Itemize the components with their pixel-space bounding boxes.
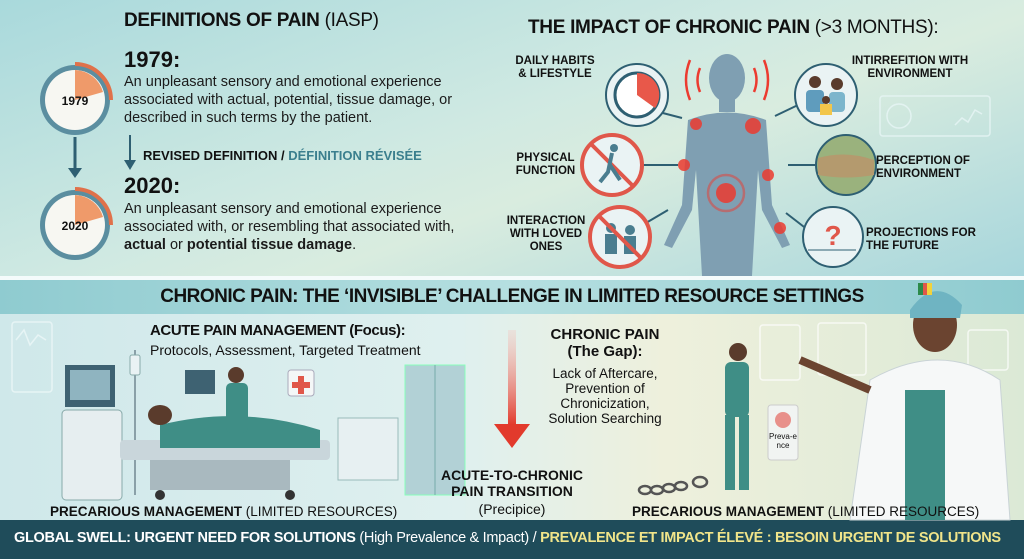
landscape-icon	[815, 134, 877, 196]
year-2020: 2020:	[124, 173, 181, 198]
footer-bar	[0, 520, 1024, 559]
chained-man-icon	[725, 343, 749, 490]
question-icon: ?	[802, 206, 864, 268]
def-2020-or: or	[169, 237, 183, 253]
family-icon	[794, 63, 858, 127]
pain-spots-icon	[678, 118, 786, 234]
first-aid-icon	[287, 369, 315, 397]
clock-icon	[605, 63, 669, 127]
cabinet-icon	[337, 417, 399, 481]
doctor-icon	[798, 283, 1011, 521]
def-2020-potential: potential tissue damage	[186, 237, 353, 253]
definitions-title-bold: DEFINITIONS OF PAIN	[124, 10, 320, 31]
revised-fr: DÉFINITION RÉVISÉE	[288, 148, 422, 163]
dashboard-panel-icon	[879, 95, 991, 137]
clock-2020-label: 2020	[61, 219, 89, 233]
transition-3: (Precipice)	[478, 501, 546, 517]
challenge-title: CHRONIC PAIN: THE ‘INVISIBLE’ CHALLENGE …	[160, 286, 864, 307]
def-2020-main: An unpleasant sensory and emotional expe…	[124, 201, 455, 235]
precarious-left: PRECARIOUS MANAGEMENT (LIMITED RESOURCES…	[50, 504, 397, 519]
transition-arrow-icon	[494, 330, 530, 448]
footer-text: GLOBAL SWELL: URGENT NEED FOR SOLUTIONS …	[14, 530, 1001, 546]
clock-1979-label: 1979	[61, 94, 89, 108]
chronic-title: CHRONIC PAIN(The Gap):	[545, 326, 665, 360]
monitor-panel-icon	[11, 321, 53, 393]
impact-label-loved-ones: INTERACTION WITH LOVED ONES	[506, 215, 586, 253]
chronic-gap-item: Prevention of	[565, 381, 645, 396]
ventilator-icon	[61, 365, 123, 501]
chronic-title-2: (The Gap):	[567, 343, 643, 360]
nurse-icon	[226, 367, 248, 433]
footer-en-bold: GLOBAL SWELL: URGENT NEED FOR SOLUTIONS	[14, 530, 356, 546]
def-2020-end: .	[352, 237, 357, 253]
footer-fr: PREVALENCE ET IMPACT ÉLEVÉ : BESOIN URGE…	[540, 530, 1001, 546]
definition-1979-text: An unpleasant sensory and emotional expe…	[124, 74, 453, 126]
prevalence-card-label: Preva-ence	[768, 432, 797, 450]
definitions-title: DEFINITIONS OF PAIN (IASP)	[124, 10, 379, 32]
impact-title-bold: THE IMPACT OF CHRONIC PAIN	[528, 17, 810, 38]
year-1979: 1979:	[124, 47, 181, 72]
def-2020-actual: actual	[124, 237, 166, 253]
clock-2020-icon	[40, 187, 113, 260]
iv-stand-icon	[129, 350, 141, 495]
revised-arrow-icon	[124, 135, 136, 170]
definition-2020-text: An unpleasant sensory and emotional expe…	[124, 200, 484, 254]
acute-title: ACUTE PAIN MANAGEMENT (Focus):	[150, 322, 406, 339]
no-walking-icon	[580, 133, 644, 197]
impact-label-daily-habits: DAILY HABITS & LIFESTYLE	[515, 55, 595, 80]
clock-1979-icon	[40, 62, 113, 135]
chronic-gap-list: Lack of Aftercare, Prevention of Chronic…	[545, 366, 665, 426]
impact-label-projections: PROJECTIONS FOR THE FUTURE	[866, 227, 976, 252]
down-arrow-icon	[68, 137, 82, 178]
impact-label-physical-function: PHYSICAL FUNCTION	[515, 152, 576, 177]
precarious-left-bold: PRECARIOUS MANAGEMENT	[50, 504, 243, 519]
precarious-left-light: (LIMITED RESOURCES)	[245, 504, 398, 519]
chronic-gap-item: Solution Searching	[548, 411, 662, 426]
chronic-gap-item: Chronicization,	[560, 396, 650, 411]
pain-waves-icon	[684, 59, 770, 213]
door-icon	[404, 364, 466, 496]
impact-label-interaction-environment: INTIRREFITION WITH ENVIRONMENT	[851, 55, 969, 80]
precarious-right: PRECARIOUS MANAGEMENT (LIMITED RESOURCES…	[632, 504, 979, 519]
impact-label-perception: PERCEPTION OF ENVIRONMENT	[876, 155, 970, 180]
no-interaction-icon	[588, 205, 652, 269]
definitions-title-light: (IASP)	[324, 10, 379, 31]
transition-1: ACUTE-TO-CHRONIC	[440, 467, 584, 483]
revised-definition-label: REVISED DEFINITION / DÉFINITION RÉVISÉE	[143, 148, 422, 163]
chronic-title-1: CHRONIC PAIN	[550, 326, 660, 343]
svg-text:?: ?	[824, 220, 841, 251]
precarious-right-light: (LIMITED RESOURCES)	[827, 504, 980, 519]
acute-subtitle: Protocols, Assessment, Targeted Treatmen…	[150, 342, 421, 358]
brain-card-icon	[767, 404, 799, 461]
challenge-banner	[0, 280, 1024, 314]
impact-title: THE IMPACT OF CHRONIC PAIN (>3 MONTHS):	[528, 17, 939, 39]
divider	[0, 276, 1024, 280]
hospital-bed-icon	[120, 405, 330, 500]
chain-icon	[637, 475, 709, 496]
footer-en-light: (High Prevalence & Impact) /	[359, 530, 537, 546]
impact-title-light: (>3 MONTHS):	[814, 17, 939, 38]
monitor-icon	[185, 370, 215, 394]
transition-2: PAIN TRANSITION	[451, 483, 573, 499]
revised-en: REVISED DEFINITION /	[143, 148, 285, 163]
chronic-gap-item: Lack of Aftercare,	[552, 366, 658, 381]
precarious-right-bold: PRECARIOUS MANAGEMENT	[632, 504, 825, 519]
